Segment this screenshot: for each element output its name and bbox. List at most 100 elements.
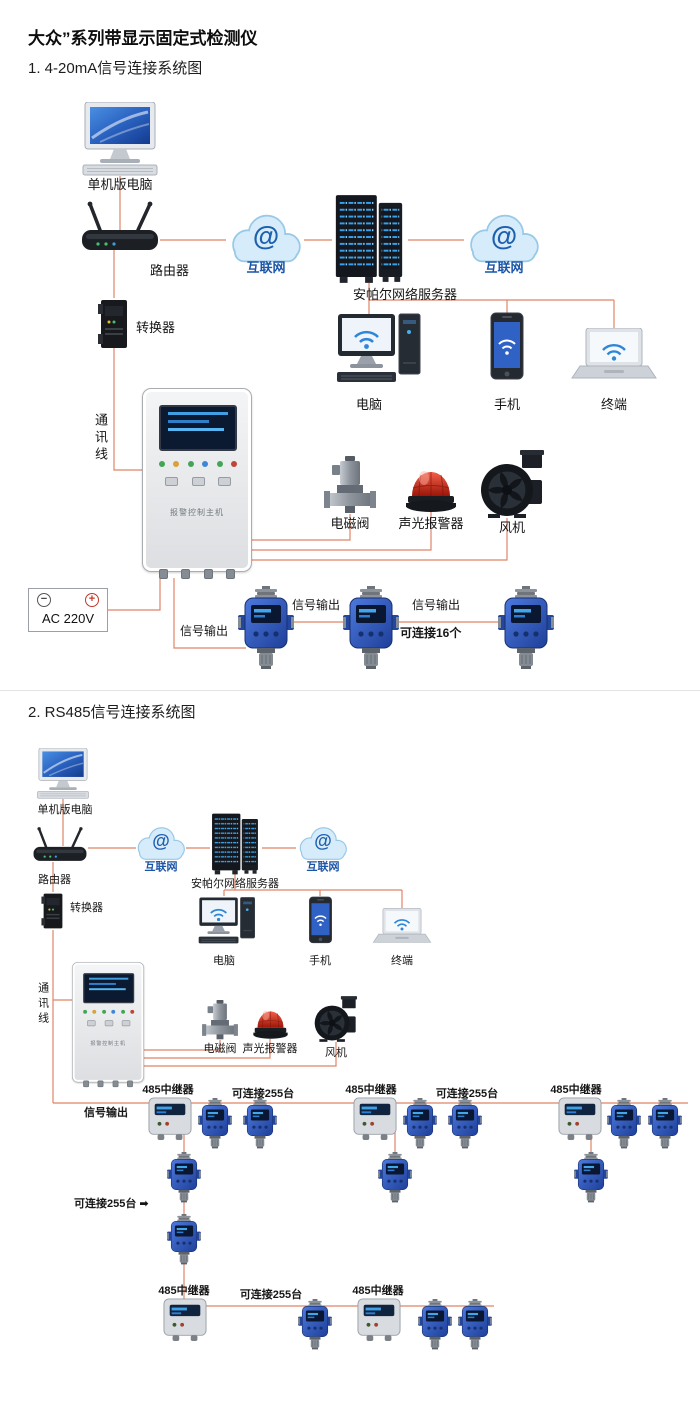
repeater-label: 485中继器 [158,1285,210,1297]
gas-detector-icon [167,1214,201,1265]
rs485-repeater-icon [357,1298,401,1342]
terminal-label: 终端 [391,955,413,967]
gas-detector-icon [403,1098,437,1149]
internet-label: 互联网 [246,260,286,275]
ac-voltage-label: AC 220V [41,611,95,626]
network-server-icon [330,193,408,285]
converter-icon [96,298,132,350]
gas-detector-icon [378,1152,412,1203]
terminal-laptop-icon [570,328,658,386]
converter-label: 转换器 [70,902,103,914]
computer-label: 电脑 [213,955,235,967]
router-icon [32,826,88,865]
panel-screen [159,405,237,451]
gas-detector-icon [574,1152,608,1203]
comm-line-label: 通讯线 [92,413,108,464]
phone-label: 手机 [493,397,520,412]
ac-minus-terminal-icon: − [37,593,51,607]
computer-icon [198,896,256,953]
alarm-control-panel: 报警控制主机 [142,388,252,579]
sound-light-alarm-icon [252,996,289,1039]
router-icon [80,200,160,256]
gas-detector-icon [167,1152,201,1203]
panel-screen [83,973,135,1004]
rs485-repeater-icon [148,1097,192,1141]
signal-output-label: 信号输出 [292,598,341,612]
panel-cable-glands [159,569,235,579]
internet-label: 互联网 [144,861,178,873]
computer-icon [336,312,422,396]
converter-icon [40,892,66,930]
panel-buttons [165,477,231,486]
panel-buttons [87,1020,131,1027]
solenoid-valve-icon [324,456,376,514]
panel-indicator-leds [83,1009,135,1014]
desktop-computer-icon [34,748,92,799]
alarm-label: 声光报警器 [398,516,464,531]
signal-output-label: 信号输出 [180,624,229,638]
desktop-computer-label: 单机版电脑 [37,804,93,816]
panel-title-text: 报警控制主机 [170,508,224,517]
connect-count-arrow-label: 可连接255台 ➡ [74,1198,149,1210]
internet-label: 互联网 [484,260,524,275]
gas-detector-icon [238,586,294,670]
connect-count-label: 可连接255台 [239,1289,303,1301]
section2-title: 2. RS485信号连接系统图 [28,704,196,721]
alarm-label: 声光报警器 [242,1043,298,1055]
gas-detector-icon [418,1299,452,1350]
internet-label: 互联网 [306,861,340,873]
signal-output-label: 信号输出 [412,598,461,612]
rs485-repeater-icon [163,1298,207,1342]
panel-cable-glands [83,1080,133,1088]
gas-detector-icon [198,1098,232,1149]
valve-label: 电磁阀 [203,1043,237,1055]
signal-output-label: 信号输出 [84,1107,128,1119]
page-title: 大众”系列带显示固定式检测仪 [28,29,258,48]
section-divider [0,690,700,691]
computer-label: 电脑 [355,397,382,412]
solenoid-valve-icon [202,1000,238,1040]
fan-icon [480,450,544,518]
ac-power-box: − + AC 220V [28,588,108,632]
desktop-computer-label: 单机版电脑 [87,177,153,192]
phone-icon [308,896,333,948]
fan-label: 风机 [498,520,525,535]
panel-title-text: 报警控制主机 [90,1040,126,1047]
phone-label: 手机 [309,955,331,967]
valve-label: 电磁阀 [330,516,370,531]
rs485-repeater-icon [353,1097,397,1141]
terminal-label: 终端 [600,397,627,412]
server-label: 安帕尔网络服务器 [352,287,457,302]
router-label: 路由器 [150,263,190,278]
terminal-laptop-icon [372,908,432,948]
connect-count-label: 可连接16个 [400,626,462,640]
server-label: 安帕尔网络服务器 [191,878,279,890]
gas-detector-icon [298,1299,332,1350]
at-sign-icon: @ [490,221,518,251]
gas-detector-icon [648,1098,682,1149]
panel-indicator-leds [159,461,237,467]
at-sign-icon: @ [252,221,280,251]
connect-count-label: 可连接255台 [435,1088,499,1100]
phone-icon [489,312,525,386]
sound-light-alarm-icon [404,450,458,512]
repeater-label: 485中继器 [352,1285,404,1297]
router-label: 路由器 [38,874,71,886]
comm-line-label: 通讯线 [36,982,49,1027]
repeater-label: 485中继器 [550,1084,602,1096]
gas-detector-icon [458,1299,492,1350]
gas-detector-icon [498,586,554,670]
repeater-label: 485中继器 [345,1084,397,1096]
section1-title: 1. 4-20mA信号连接系统图 [28,60,203,77]
repeater-label: 485中继器 [142,1084,194,1096]
alarm-control-panel: 报警控制主机 [72,962,145,1088]
gas-detector-icon [448,1098,482,1149]
network-server-icon [208,812,262,876]
at-sign-icon: @ [314,831,332,851]
fan-label: 风机 [325,1047,347,1059]
fan-icon [314,996,357,1042]
at-sign-icon: @ [152,831,170,851]
gas-detector-icon [607,1098,641,1149]
connect-count-label: 可连接255台 [231,1088,295,1100]
